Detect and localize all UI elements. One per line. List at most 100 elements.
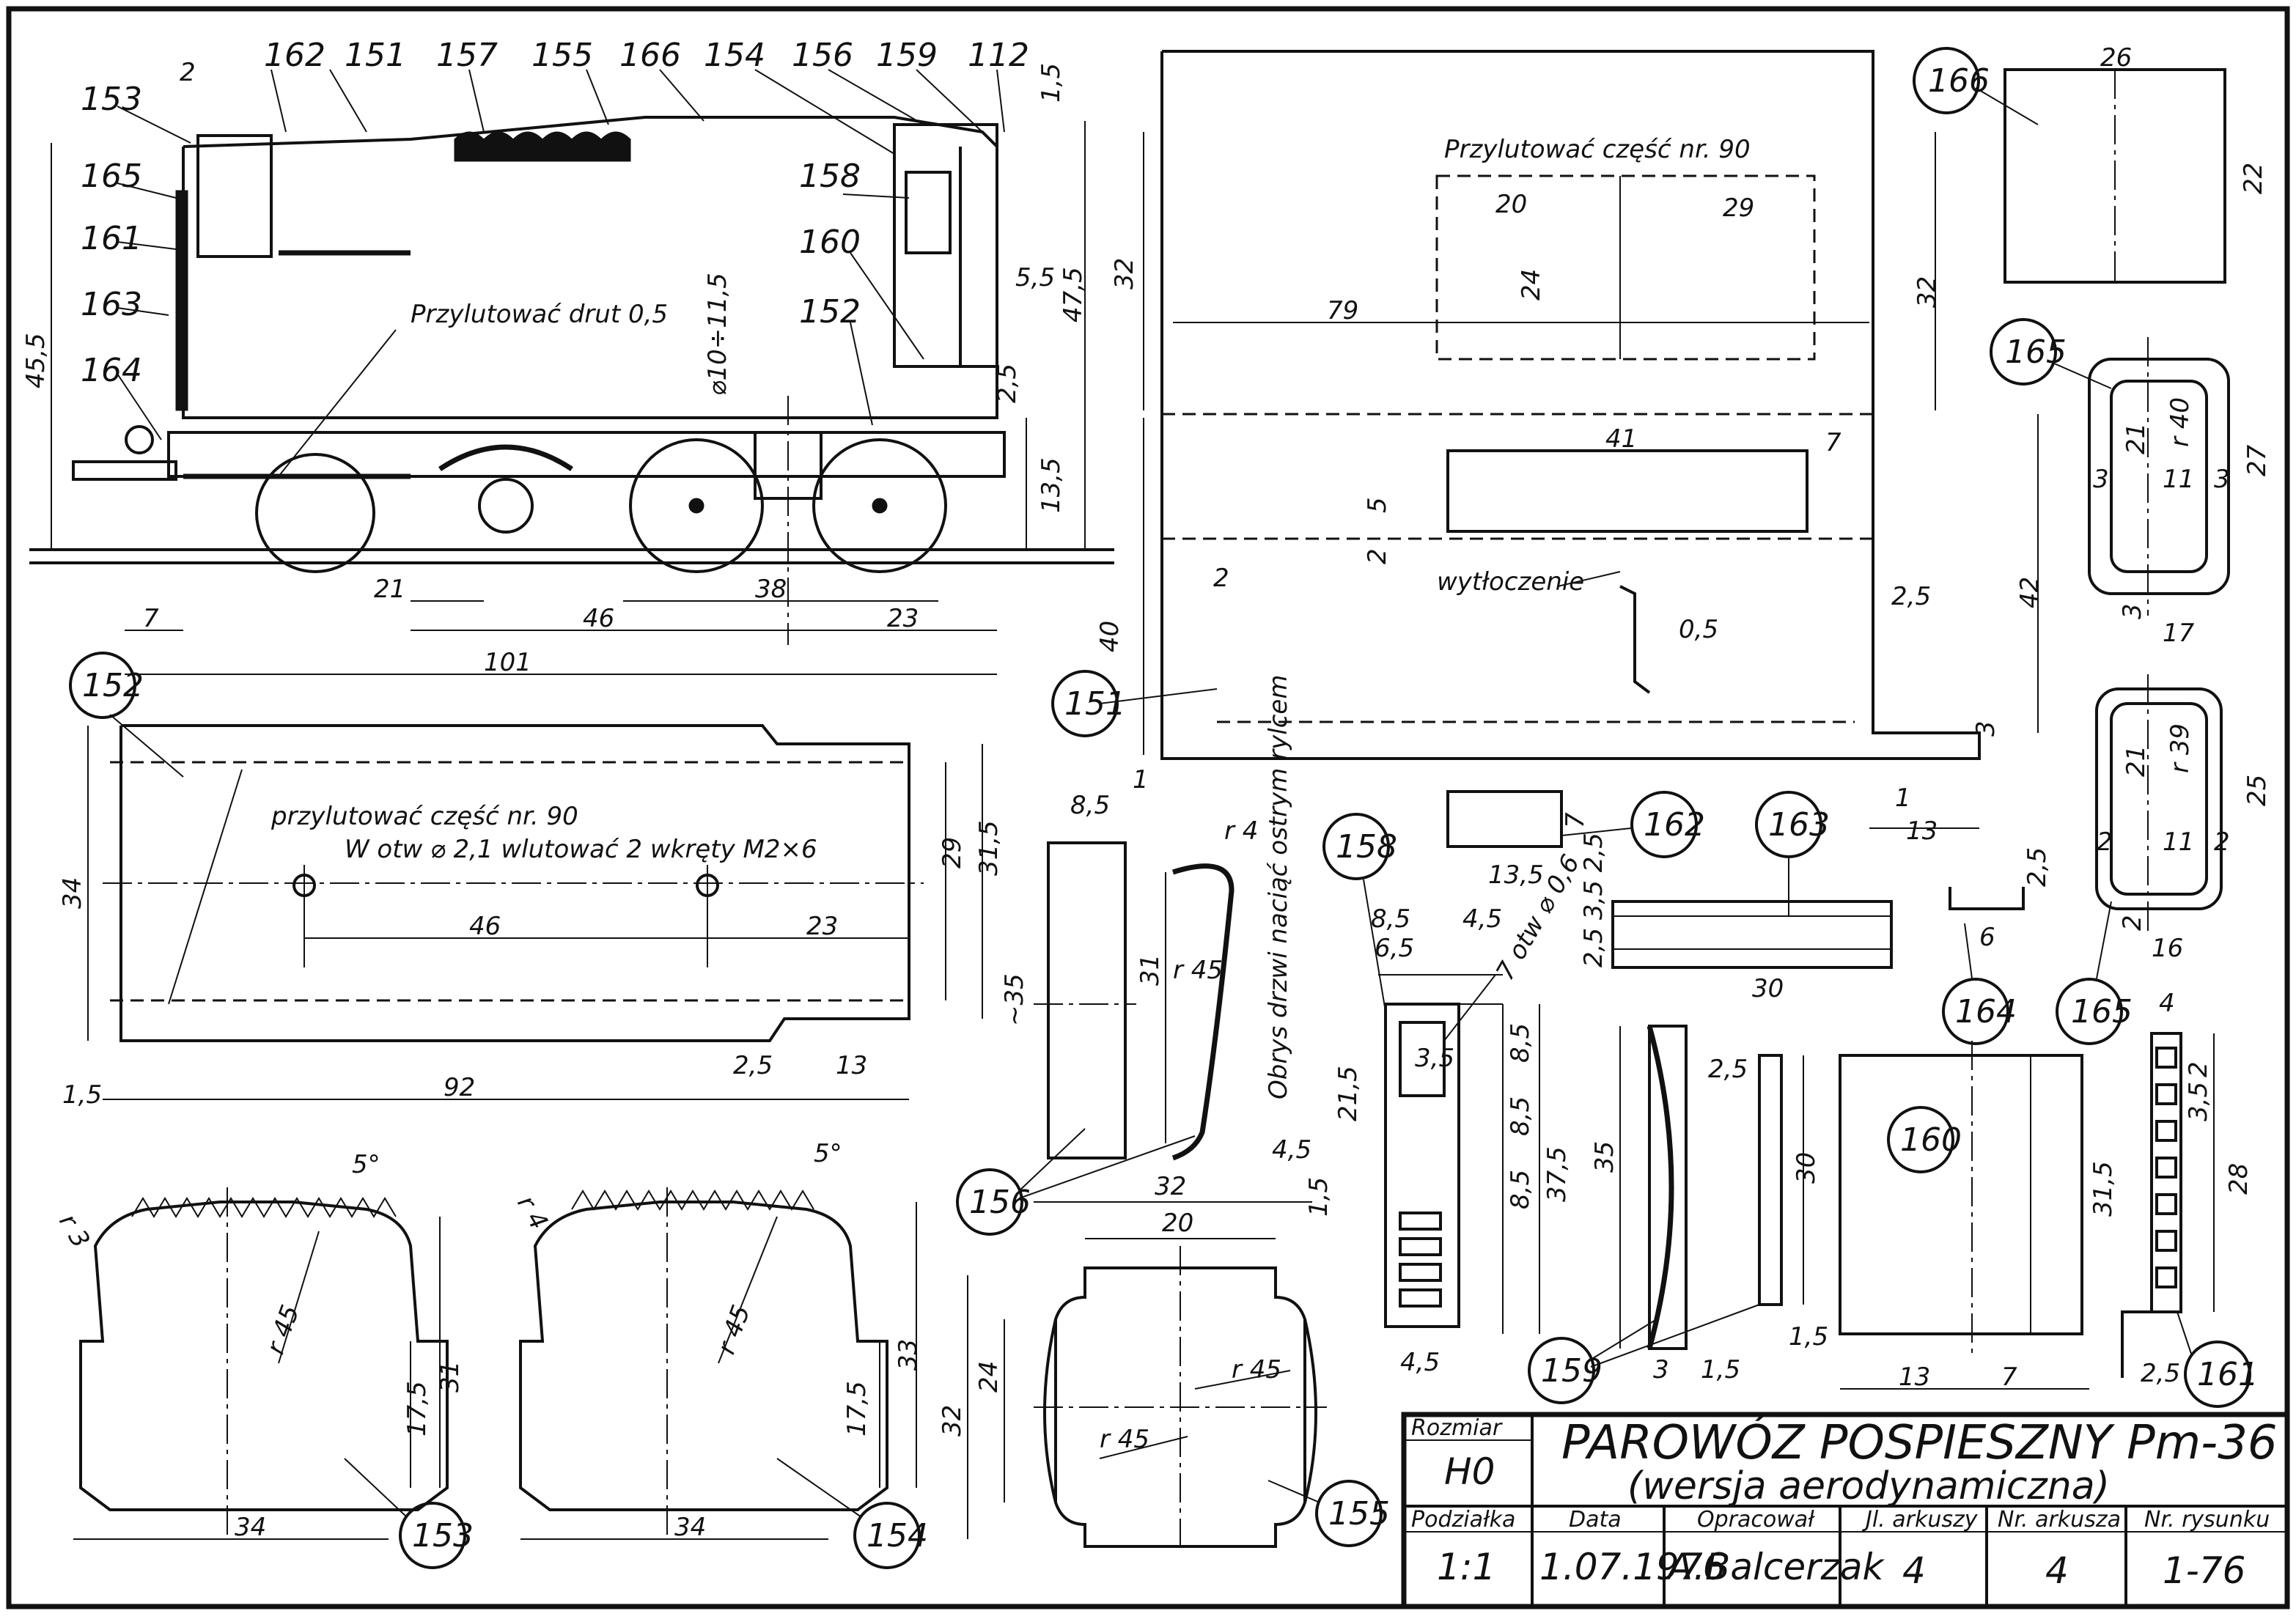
dim-1-5-158: 1,5 — [1304, 1177, 1333, 1217]
part-162: 162 7 13,5 — [1446, 790, 1705, 890]
part-154-outline — [519, 1201, 888, 1511]
dim-8-5-158-a: 8,5 — [1506, 1023, 1535, 1063]
dim-13-151: 13 — [1906, 816, 1938, 846]
part-151-development — [1051, 50, 2039, 829]
dim-11-165a: 11 — [2163, 465, 2194, 494]
part-161: 161 4 2 3,5 28 2,5 — [2121, 989, 2259, 1408]
wheel-2 — [629, 438, 764, 573]
part-164: 164 6 2,5 — [1942, 847, 2052, 1045]
label-157: 157 — [436, 37, 498, 74]
label-155-part: 155 — [1328, 1495, 1390, 1533]
tb-author-value: A.Balcerzak — [1666, 1546, 1885, 1588]
note-solder-90-b: przylutować część nr. 90 — [271, 802, 578, 831]
dim-r45-155-b: r 45 — [1100, 1425, 1149, 1454]
label-166-part: 166 — [1928, 62, 1990, 100]
dim-4-5-158: 4,5 — [1462, 904, 1502, 934]
rung-4 — [2155, 1157, 2177, 1179]
leader-152 — [850, 322, 873, 426]
embossed-rib — [1446, 449, 1809, 533]
tender-frame — [167, 431, 1006, 478]
dim-1-5-159-b: 1,5 — [1789, 1322, 1828, 1351]
leader-165-a — [2052, 362, 2112, 389]
leader-162 — [271, 69, 287, 133]
label-154: 154 — [704, 37, 765, 74]
dim-27: 27 — [2242, 444, 2272, 476]
tender-side-view — [29, 69, 1114, 675]
part-166: 166 26 22 — [1913, 43, 2268, 284]
tb-sheet-no-label: Nr. arkusza — [1998, 1507, 2121, 1533]
radius-line-155-b — [1194, 1370, 1291, 1390]
dim-5-5: 5,5 — [1015, 263, 1055, 292]
rung-3 — [2155, 1120, 2177, 1142]
dim-1-left: 1 — [1133, 765, 1149, 794]
tender-front-box — [196, 134, 273, 258]
part-165-a: 165 21 r 40 3 11 3 27 3 17 — [1990, 318, 2272, 648]
dim-22: 22 — [2239, 163, 2268, 194]
tb-sheet-no-value: 4 — [2045, 1549, 2069, 1592]
dim-2-5-3-5-2-5: 2,5 3,5 2,5 — [1579, 833, 1608, 967]
part-155-curved-sides — [1043, 1319, 1317, 1503]
leader-164 — [117, 373, 162, 440]
dim-2-5-159: 2,5 — [1708, 1055, 1748, 1084]
part-158-slot-4 — [1399, 1288, 1442, 1308]
axlebox — [478, 478, 534, 534]
label-153-part: 153 — [412, 1517, 474, 1555]
dim-4-5-156: 4,5 — [1272, 1135, 1311, 1165]
dim-r45-155-a: r 45 — [1232, 1355, 1281, 1384]
dim-47-5: 47,5 — [1059, 267, 1088, 322]
rung-7 — [2155, 1266, 2177, 1288]
note-embossing: wytłoczenie — [1437, 567, 1584, 597]
leader-165-b — [2096, 901, 2112, 979]
part-165a-outer — [2088, 358, 2230, 595]
callout-162 — [1630, 791, 1698, 858]
wheel-1 — [255, 453, 375, 573]
dim-16: 16 — [2152, 934, 2183, 963]
leader-162-part — [1561, 827, 1632, 836]
leader-159 — [916, 69, 983, 133]
leader-151-sheet — [1099, 688, 1218, 704]
dim-25-165b: 25 — [2242, 775, 2272, 806]
tender-side-labels: 162 151 157 155 166 154 156 159 112 153 … — [21, 37, 1088, 677]
dim-7-162: 7 — [1561, 812, 1590, 828]
label-154-part: 154 — [866, 1517, 928, 1555]
leader-165 — [117, 182, 177, 199]
leader-156 — [828, 69, 924, 125]
dim-46: 46 — [583, 604, 614, 633]
label-165-a: 165 — [2005, 333, 2067, 371]
dim-24: 24 — [1517, 269, 1546, 300]
leader-155-part — [1267, 1480, 1320, 1503]
tb-title: PAROWÓZ POSPIESZNY Pm-36 — [1561, 1415, 2278, 1470]
dim-8-5-158: 8,5 — [1371, 904, 1410, 934]
title-block: Rozmiar H0 PAROWÓZ POSPIESZNY Pm-36 (wer… — [1401, 1412, 2290, 1609]
dim-2-5-152: 2,5 — [733, 1051, 773, 1080]
callout-163 — [1755, 791, 1822, 858]
dim-11-165b: 11 — [2163, 827, 2194, 857]
dim-2-165b-right: 2 — [2214, 827, 2230, 857]
dim-13-5: 13,5 — [1037, 457, 1066, 513]
part-162-outline — [1446, 790, 1563, 848]
dim-101: 101 — [484, 648, 531, 677]
leader-embossing — [1557, 571, 1621, 587]
leader-164-part — [1964, 923, 1973, 979]
callout-155 — [1315, 1480, 1383, 1547]
leader-161-part — [2177, 1311, 2193, 1357]
tb-size-label: Rozmiar — [1411, 1415, 1503, 1441]
tb-author-label: Opracował — [1697, 1507, 1815, 1533]
part-158-slot-1 — [1399, 1212, 1442, 1231]
leader-156-b — [1018, 1135, 1196, 1199]
part-163: 163 2,5 3,5 2,5 30 — [1579, 791, 1893, 1003]
dim-45-5: 45,5 — [21, 333, 51, 388]
callout-158 — [1322, 813, 1390, 880]
dim-2-5-151: 2,5 — [1891, 582, 1931, 611]
callout-165-a — [1990, 318, 2057, 386]
dim-20-155: 20 — [1162, 1209, 1193, 1238]
leader-154-part — [776, 1458, 862, 1518]
dim-3-151: 3 — [1971, 720, 2001, 737]
dim-2-5-161: 2,5 — [2141, 1359, 2180, 1388]
part-153: 153 r 45 r 3 5° 17,5 31 34 — [53, 1150, 474, 1569]
dim-40: 40 — [1095, 621, 1125, 652]
callout-159 — [1528, 1337, 1595, 1404]
tb-date-value: 1.07.1976 — [1539, 1546, 1726, 1588]
leader-159-a — [1590, 1319, 1657, 1360]
dim-31-5: 31,5 — [974, 820, 1004, 876]
